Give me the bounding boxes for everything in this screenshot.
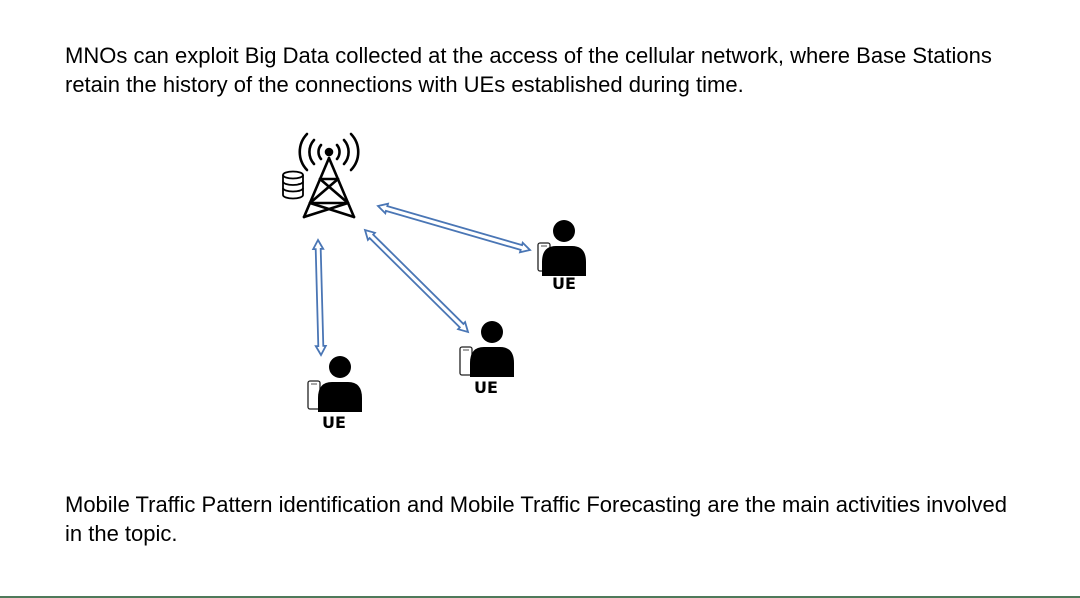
ue-group-middle: UE — [459, 321, 514, 397]
ue-label: UE — [322, 413, 346, 432]
link-arrow-right — [376, 202, 532, 254]
ue-group-left: UE — [307, 356, 362, 432]
bottom-rule — [0, 596, 1080, 598]
database-icon — [282, 170, 304, 200]
intro-paragraph: MNOs can exploit Big Data collected at t… — [65, 43, 992, 97]
outro-paragraph: Mobile Traffic Pattern identification an… — [65, 492, 1007, 546]
link-arrow-middle — [363, 228, 470, 334]
link-arrow-left — [311, 238, 328, 357]
person-icon — [470, 321, 514, 377]
ue-group-right: UE — [537, 220, 586, 293]
link-arrows — [311, 202, 532, 357]
cell-tower-icon — [298, 132, 360, 219]
ue-label: UE — [474, 378, 498, 397]
ue-label: UE — [552, 274, 576, 293]
person-icon — [542, 220, 586, 276]
person-icon — [318, 356, 362, 412]
